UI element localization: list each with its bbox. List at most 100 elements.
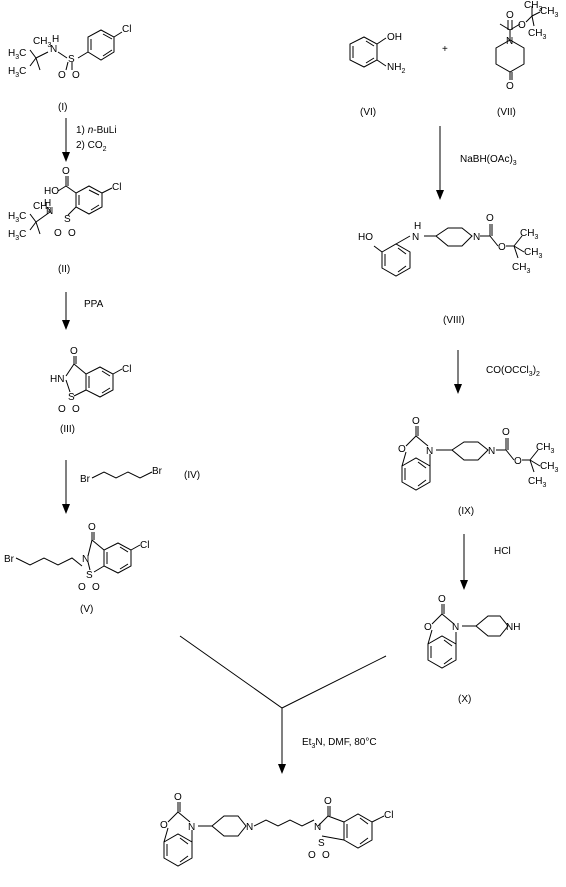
compound-ii-cl: Cl [112, 182, 121, 193]
converging-lines [179, 635, 387, 709]
compound-iii-o1: O [58, 404, 66, 415]
compound-iv-br1: Br [80, 474, 91, 485]
compound-x-nh: NH [506, 622, 520, 633]
compound-v-structure [15, 532, 141, 574]
compound-viii-h: H [414, 221, 421, 232]
compound-viii-ch3c: CH3 [512, 262, 530, 275]
compound-ix-n2: N [488, 446, 495, 457]
reagent-1-line2: 2) CO2 [76, 140, 107, 153]
compound-vii-ch3b: CH3 [540, 6, 558, 19]
compound-x-label: (X) [458, 694, 471, 705]
arrowhead-ix-x [460, 580, 468, 590]
final-product-structure [163, 802, 385, 867]
compound-iii-cl: Cl [122, 364, 131, 375]
compound-i-o2: O [72, 70, 80, 81]
compound-ii-o2: O [68, 228, 76, 239]
product-o2: O [322, 850, 330, 861]
compound-ix-o-carbonyl: O [412, 416, 420, 427]
product-s: S [318, 838, 325, 849]
compound-i-s: S [68, 54, 75, 65]
compound-vii-o-keto: O [506, 81, 514, 92]
compound-v-label: (V) [80, 604, 93, 615]
product-o-carbonyl-left: O [174, 792, 182, 803]
arrowhead-i-ii [62, 152, 70, 162]
compound-ix-o-ester: O [514, 456, 522, 467]
compound-viii-o-carbonyl: O [486, 213, 494, 224]
compound-v-s: S [86, 570, 93, 581]
compound-viii-label: (VIII) [443, 315, 465, 326]
compound-i-label: (I) [58, 102, 67, 113]
arrowhead-vi-viii [436, 190, 444, 200]
compound-ii-label: (II) [58, 264, 70, 275]
compound-iv-structure [91, 471, 153, 479]
compound-ix-o-ring: O [398, 444, 406, 455]
reagent-1-line1: 1) n-BuLi [76, 125, 117, 136]
reagent-3: NaBH(OAc)3 [460, 154, 517, 167]
reagent-2: PPA [84, 299, 104, 310]
compound-ix-ch3c: CH3 [528, 476, 546, 489]
compound-ix-o-boc: O [502, 427, 510, 438]
compound-ii-h3c1: H3C [8, 211, 26, 224]
compound-viii-nh: N [412, 232, 419, 243]
compound-viii-ch3b: CH3 [524, 247, 542, 260]
compound-vi-oh: OH [387, 32, 402, 43]
compound-ii-ch3: CH3 [33, 201, 51, 214]
compound-vii-o-ester: O [518, 20, 526, 31]
compound-vii-ch3c: CH3 [528, 28, 546, 41]
product-n-left: N [188, 822, 195, 833]
compound-viii-ch3a: CH3 [520, 228, 538, 241]
reagent-6: Et3N, DMF, 80°C [302, 737, 377, 750]
compound-vii-n: N [506, 36, 513, 47]
compound-ix-structure [401, 426, 541, 491]
compound-v-o2: O [92, 582, 100, 593]
compound-i-ch3: CH3 [33, 36, 51, 49]
compound-i-h3c1: H3C [8, 48, 26, 61]
arrowhead-iii-v [62, 504, 70, 514]
product-n-saccharin: N [314, 822, 321, 833]
compound-iii-structure [65, 356, 123, 398]
compound-ii-structure [29, 176, 113, 235]
product-n-piperidine: N [246, 822, 253, 833]
plus-sign: + [442, 44, 448, 55]
compound-v-o: O [88, 522, 96, 533]
compound-x-n: N [452, 622, 459, 633]
compound-iv-label: (IV) [184, 470, 200, 481]
compound-iii-hn: HN [50, 374, 64, 385]
arrowhead-final [278, 764, 286, 774]
compound-i-h: H [52, 34, 59, 45]
product-o-carbonyl-right: O [324, 796, 332, 807]
arrowhead-ii-iii [62, 320, 70, 330]
compound-vii-o-carbonyl: O [506, 10, 514, 21]
compound-iv-br2: Br [152, 466, 163, 477]
compound-x-structure [427, 604, 509, 669]
compound-ii-ho: HO [44, 186, 59, 197]
compound-ii-h: H [44, 198, 51, 209]
compound-vii-structure [495, 6, 541, 80]
compound-i-o1: O [58, 70, 66, 81]
compound-vi-nh2: NH2 [387, 62, 405, 75]
compound-v-o1: O [78, 582, 86, 593]
compound-iii-o: O [70, 346, 78, 357]
compound-i-n: N [50, 44, 57, 55]
compound-ii-n: N [46, 206, 53, 217]
compound-viii-structure [373, 224, 525, 277]
compound-x-o-ring: O [424, 622, 432, 633]
compound-ix-ch3a: CH3 [536, 442, 554, 455]
product-o-ring: O [160, 820, 168, 831]
compound-ix-n: N [426, 446, 433, 457]
compound-i-structure [29, 29, 123, 71]
compound-vi-label: (VI) [360, 107, 376, 118]
compound-viii-n: N [473, 232, 480, 243]
compound-viii-ho: HO [358, 232, 373, 243]
compound-v-n: N [82, 554, 89, 565]
compound-v-br: Br [4, 554, 15, 565]
compound-iii-o2: O [72, 404, 80, 415]
arrowhead-viii-ix [454, 384, 462, 394]
compound-x-o-carbonyl: O [438, 594, 446, 605]
compound-iii-s: S [68, 392, 75, 403]
compound-vii-label: (VII) [497, 107, 516, 118]
compound-ii-o: O [62, 166, 70, 177]
reagent-5: HCl [494, 546, 511, 557]
compound-ii-h3c2: H3C [8, 229, 26, 242]
